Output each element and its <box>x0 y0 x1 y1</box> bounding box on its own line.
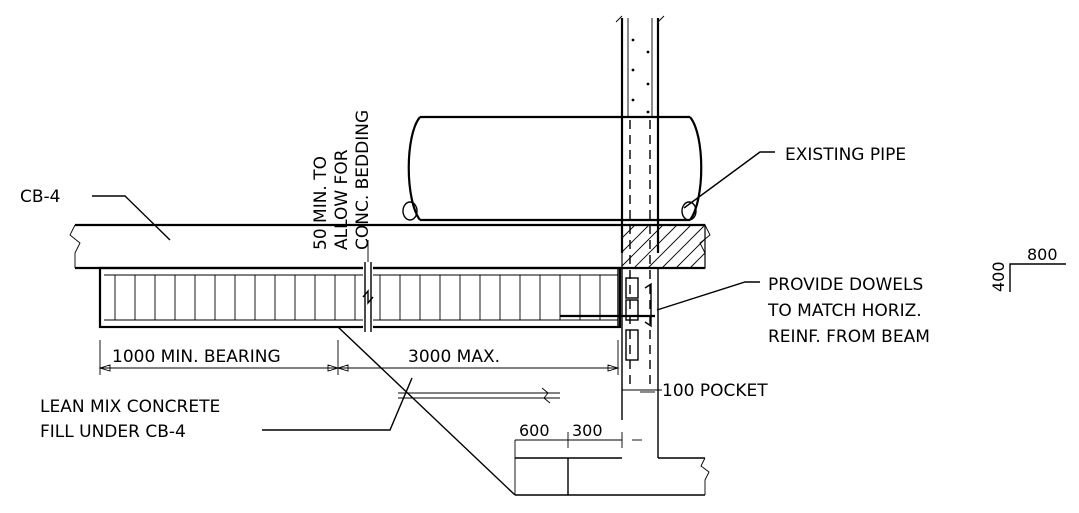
dim-600-label: 600 <box>519 421 550 440</box>
cb4-label: CB-4 <box>20 187 60 207</box>
lean-mix-note: LEAN MIX CONCRETE FILL UNDER CB-4 <box>40 397 220 442</box>
leader-lines <box>92 151 775 431</box>
cb4-stirrups <box>114 275 601 320</box>
bedding-note-line-1: 50 MIN. TO <box>311 156 331 250</box>
dowels-note: PROVIDE DOWELS TO MATCH HORIZ. REINF. FR… <box>767 275 930 347</box>
lean-mix-line-2: FILL UNDER CB-4 <box>40 422 186 442</box>
max-span-label: 3000 MAX. <box>408 347 500 367</box>
footing <box>514 440 710 496</box>
pocket-label: 100 POCKET <box>662 381 768 401</box>
bedding-note-line-3: CONC. BEDDING <box>353 110 373 250</box>
dowels-note-line-3: REINF. FROM BEAM <box>768 327 930 347</box>
dimension-lines <box>98 340 662 448</box>
hatch-pattern <box>621 224 706 269</box>
wall-pocket <box>560 268 659 458</box>
wall-rebar-dots <box>631 38 650 114</box>
existing-pipe-label: EXISTING PIPE <box>785 145 906 165</box>
rebar-callout: 400 800 <box>989 245 1066 292</box>
cb4-beam <box>98 240 622 332</box>
rebar-800-label: 800 <box>1027 245 1058 264</box>
min-bearing-label: 1000 MIN. BEARING <box>112 347 281 367</box>
dowels-note-line-2: TO MATCH HORIZ. <box>767 301 922 321</box>
lean-mix-fill <box>337 326 568 496</box>
existing-beam <box>69 223 711 270</box>
bedding-note-line-2: ALLOW FOR <box>332 149 352 250</box>
dim-300-label: 300 <box>572 421 603 440</box>
rebar-400-label: 400 <box>989 261 1008 292</box>
existing-pipe <box>402 115 703 390</box>
lean-mix-line-1: LEAN MIX CONCRETE <box>40 397 220 417</box>
dowels-note-line-1: PROVIDE DOWELS <box>768 275 923 295</box>
bedding-note: 50 MIN. TO ALLOW FOR CONC. BEDDING <box>311 110 373 250</box>
upper-wall <box>615 15 665 253</box>
